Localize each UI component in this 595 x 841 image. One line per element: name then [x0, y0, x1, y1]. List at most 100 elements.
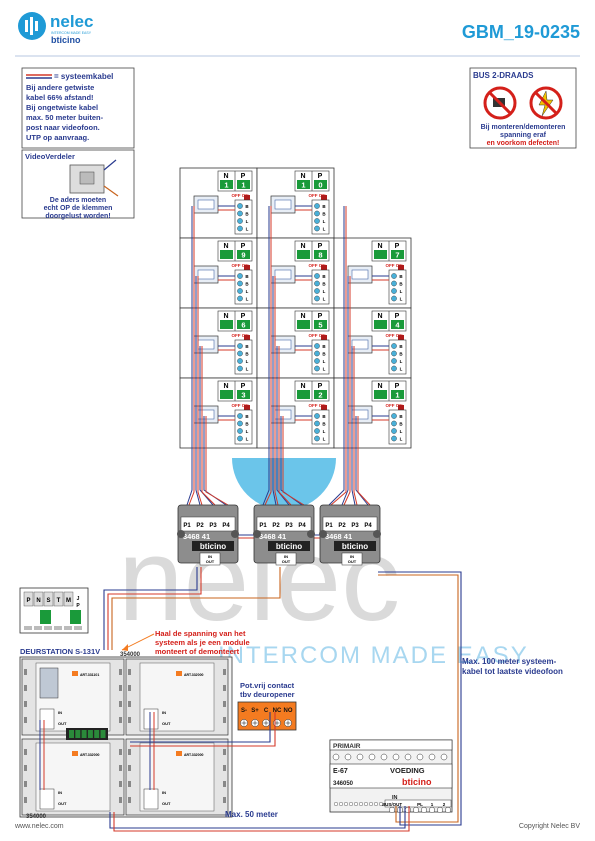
terminal-label: B — [245, 344, 249, 349]
jp-p: P — [76, 603, 80, 609]
module-in: IN — [58, 710, 62, 715]
terminal-label: L — [400, 367, 403, 372]
door-station: DEURSTATION S-131V ART.331101INOUTART.33… — [19, 587, 233, 820]
p-label: P — [241, 173, 246, 180]
port-label: P1 — [325, 523, 333, 529]
port-label: P3 — [285, 523, 293, 529]
p-label: P — [318, 173, 323, 180]
offon-label: OFF ON — [232, 263, 249, 268]
logo-name: nelec — [50, 12, 93, 31]
cable-line-6: UTP op aanvraag. — [26, 133, 89, 142]
terminal-label: L — [323, 219, 326, 224]
verdeler-note: VideoVerdeler De aders moeten echt OP de… — [21, 149, 135, 220]
module-code: ART.331101 — [80, 673, 99, 677]
door-station-modules: ART.331101INOUTART.332000INOUTART.332000… — [21, 658, 229, 816]
terminal-label: B — [399, 274, 403, 279]
terminal-label: B — [322, 274, 326, 279]
max50-label: Max. 50 meter — [225, 810, 278, 819]
n-value: 1 — [301, 181, 305, 190]
port-label: P4 — [298, 523, 306, 529]
cable-note: = systeemkabel Bij andere getwiste kabel… — [21, 67, 135, 149]
psu-port-label: 2 — [443, 802, 446, 807]
terminal-label: B — [245, 414, 249, 419]
keypad-terminal-label: P — [26, 598, 30, 604]
camera-icon — [39, 667, 59, 699]
offon-label: OFF ON — [232, 193, 249, 198]
terminal-label: B — [322, 414, 326, 419]
terminal-label: B — [399, 414, 403, 419]
n-label: N — [377, 243, 382, 250]
terminal-label: L — [246, 297, 249, 302]
psu-port-label: 1 — [431, 802, 434, 807]
terminal-label: L — [400, 289, 403, 294]
door-station-title: DEURSTATION S-131V — [20, 647, 100, 656]
cable-line-4: max. 50 meter buiten- — [26, 113, 104, 122]
p-label: P — [395, 243, 400, 250]
contact-label: S- — [241, 708, 247, 714]
cable-line-5: post naar videofoon. — [26, 123, 100, 132]
distributor-in: IN — [208, 554, 212, 559]
voltage-warning: Haal de spanning van het systeem als je … — [121, 629, 250, 656]
bus-title: BUS 2-DRAADS — [473, 71, 534, 80]
port-label: P3 — [209, 523, 217, 529]
terminal-label: L — [323, 367, 326, 372]
n-label: N — [300, 173, 305, 180]
max100-line-1: Max. 100 meter systeem- — [462, 657, 557, 666]
verdeler-title: VideoVerdeler — [25, 152, 75, 161]
p-value: 5 — [318, 321, 322, 330]
terminal-label: L — [246, 227, 249, 232]
distributor-brand: bticino — [276, 542, 302, 551]
port-label: P2 — [338, 523, 346, 529]
psu-model: E-67 — [333, 768, 348, 775]
module-in: IN — [162, 710, 166, 715]
distributor-model: 3468 41 — [259, 532, 286, 541]
verdeler-line-1: De aders moeten — [50, 197, 106, 204]
module-out: OUT — [162, 721, 171, 726]
terminal-label: L — [400, 437, 403, 442]
keypad-terminal-label: S — [46, 598, 50, 604]
terminal-label: L — [400, 359, 403, 364]
port-label: P2 — [272, 523, 280, 529]
terminal-label: B — [322, 212, 326, 217]
p-value: 8 — [318, 251, 322, 260]
contact-label: C — [264, 708, 269, 714]
offon-label: OFF ON — [309, 193, 326, 198]
terminal-label: L — [323, 359, 326, 364]
verdeler-line-3: doorgelust worden! — [45, 213, 110, 220]
terminal-label: L — [246, 367, 249, 372]
n-value: 1 — [224, 181, 228, 190]
terminal-label: B — [245, 274, 249, 279]
p-value: 4 — [395, 321, 400, 330]
terminal-label: B — [322, 422, 326, 427]
offon-label: OFF ON — [232, 403, 249, 408]
distributor-in: IN — [284, 554, 288, 559]
terminal-label: L — [323, 429, 326, 434]
module-in: IN — [162, 790, 166, 795]
p-value: 9 — [241, 251, 245, 260]
p-label: P — [318, 383, 323, 390]
keypad-terminal-label: N — [36, 598, 40, 604]
contact-label: NC — [273, 708, 282, 714]
n-label: N — [223, 383, 228, 390]
p-label: P — [241, 313, 246, 320]
terminal-label: B — [399, 422, 403, 427]
distributor-out: OUT — [206, 559, 215, 564]
port-label: P4 — [364, 523, 372, 529]
voltage-warning-2: systeem als je een module — [155, 638, 250, 647]
distributor-in: IN — [350, 554, 354, 559]
offon-label: OFF ON — [232, 333, 249, 338]
terminal-label: L — [323, 289, 326, 294]
terminal-label: B — [245, 282, 249, 287]
port-label: P3 — [351, 523, 359, 529]
